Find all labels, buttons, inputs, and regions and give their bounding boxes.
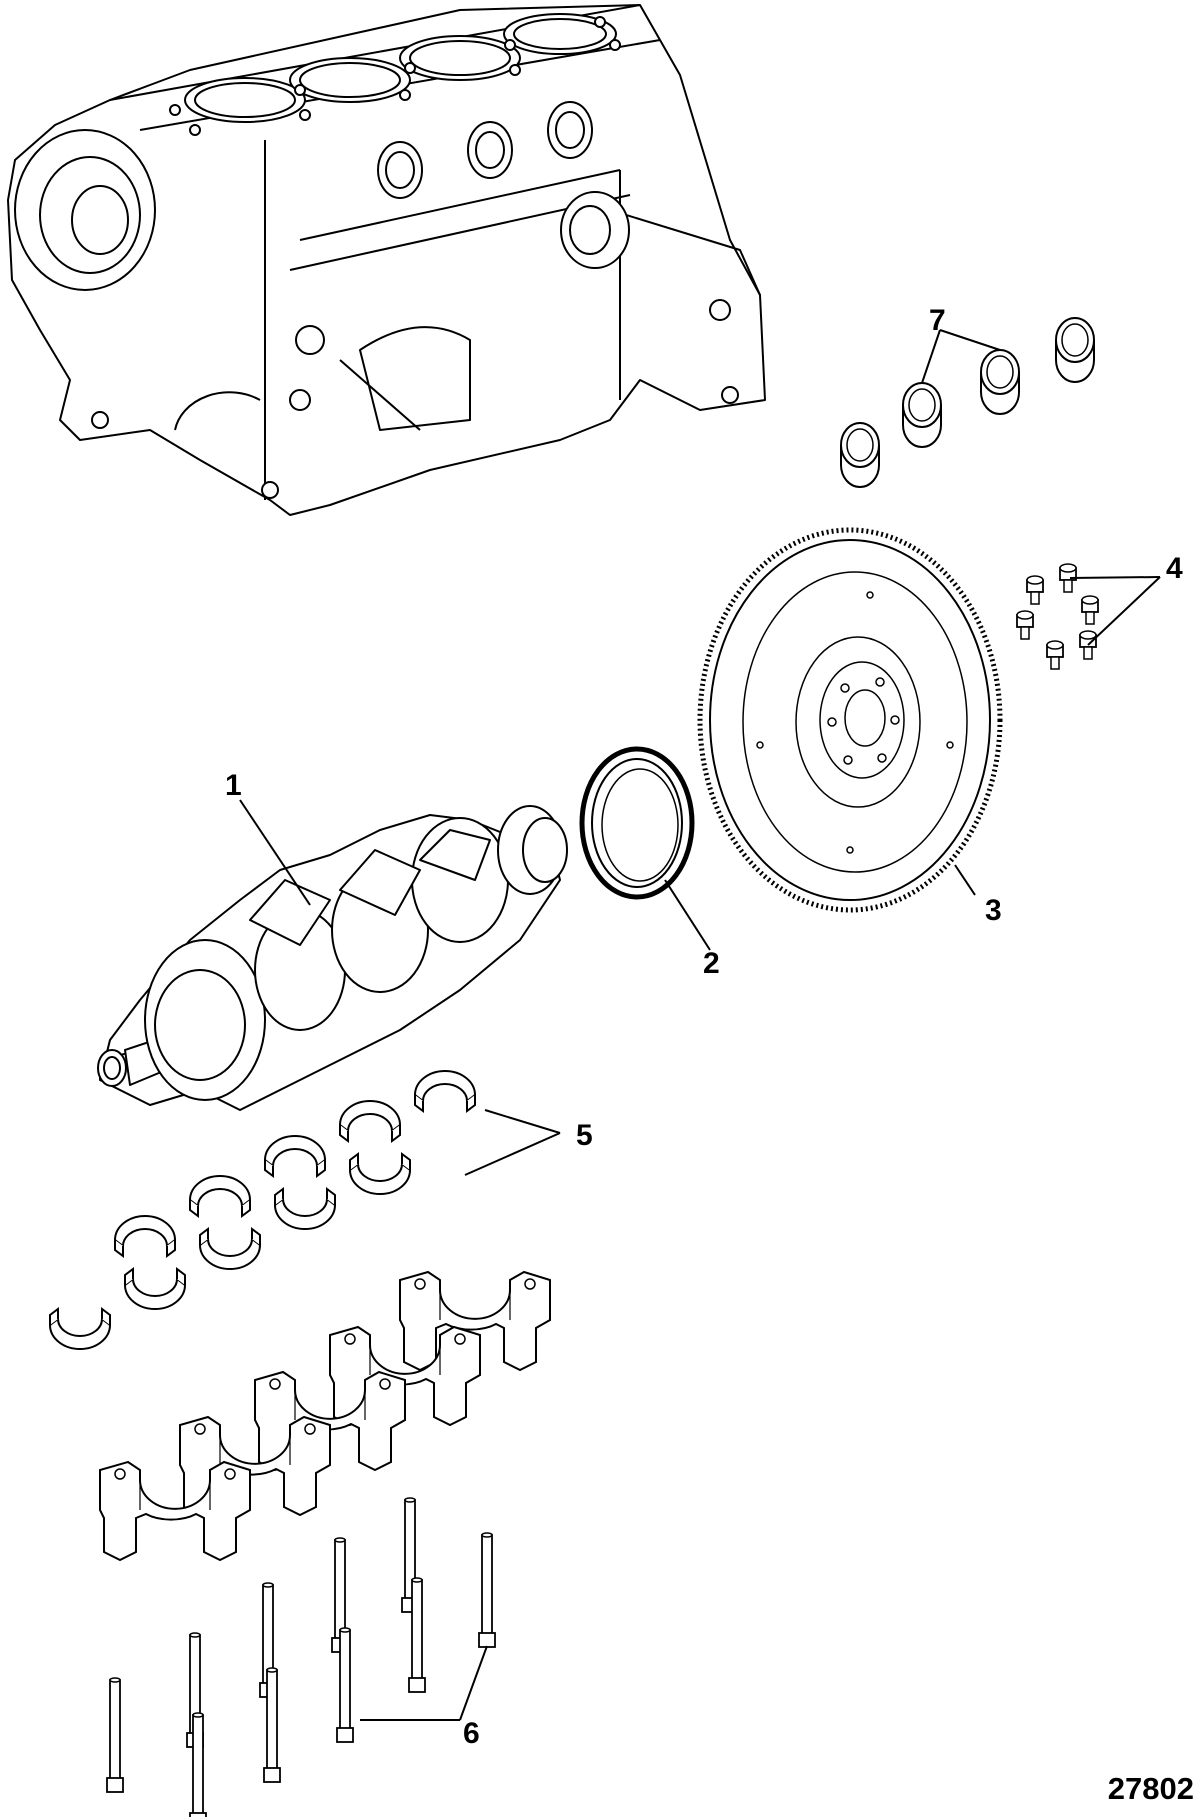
leader-7a bbox=[921, 329, 941, 384]
flywheel bbox=[697, 527, 1003, 913]
figure-number: 27802 bbox=[1107, 1771, 1194, 1806]
rear-main-seal bbox=[579, 746, 695, 900]
callout-6: 6 bbox=[463, 1717, 480, 1750]
callout-2: 2 bbox=[703, 947, 720, 980]
leader-lines bbox=[239, 329, 1161, 1721]
flywheel-bolts bbox=[1016, 563, 1099, 670]
leader-1 bbox=[239, 799, 311, 906]
leader-5b bbox=[464, 1132, 561, 1176]
leader-2 bbox=[664, 879, 711, 951]
leader-6b bbox=[459, 1645, 488, 1721]
leader-4b bbox=[1087, 576, 1161, 646]
main-bearing-caps bbox=[99, 1271, 551, 1561]
cam-bearings bbox=[840, 317, 1095, 488]
engine-block bbox=[7, 4, 766, 516]
leader-7b bbox=[939, 329, 1001, 351]
callout-5: 5 bbox=[576, 1119, 593, 1152]
leader-5a bbox=[484, 1109, 561, 1134]
callout-1: 1 bbox=[225, 769, 242, 802]
main-cap-bolts bbox=[106, 1497, 496, 1817]
leader-3 bbox=[954, 864, 976, 896]
crankshaft bbox=[97, 805, 568, 1111]
callout-4: 4 bbox=[1166, 552, 1183, 585]
callout-7: 7 bbox=[929, 304, 946, 337]
leader-4a bbox=[1069, 576, 1161, 579]
callout-3: 3 bbox=[985, 894, 1002, 927]
